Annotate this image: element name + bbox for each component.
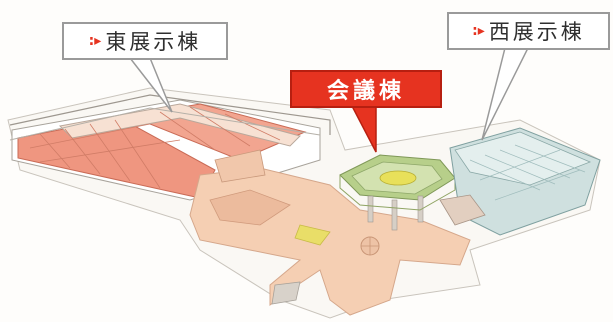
- conference-hall-label-text: 会議棟: [326, 79, 405, 104]
- bullet-icon: :▸: [88, 33, 102, 49]
- conference-pointer: [350, 105, 377, 153]
- central-plaza: [189, 149, 471, 316]
- west-hall-building: [439, 127, 601, 236]
- conference-hall-label: 会議棟: [290, 70, 442, 108]
- east-hall-label: :▸ 東展示棟: [62, 22, 228, 60]
- west-hall-label: :▸ 西展示棟: [447, 12, 610, 50]
- east-hall-label-text: 東展示棟: [105, 30, 202, 54]
- conference-building: [339, 154, 456, 231]
- west-hall-label-text: 西展示棟: [488, 20, 585, 44]
- bullet-icon: :▸: [472, 23, 485, 39]
